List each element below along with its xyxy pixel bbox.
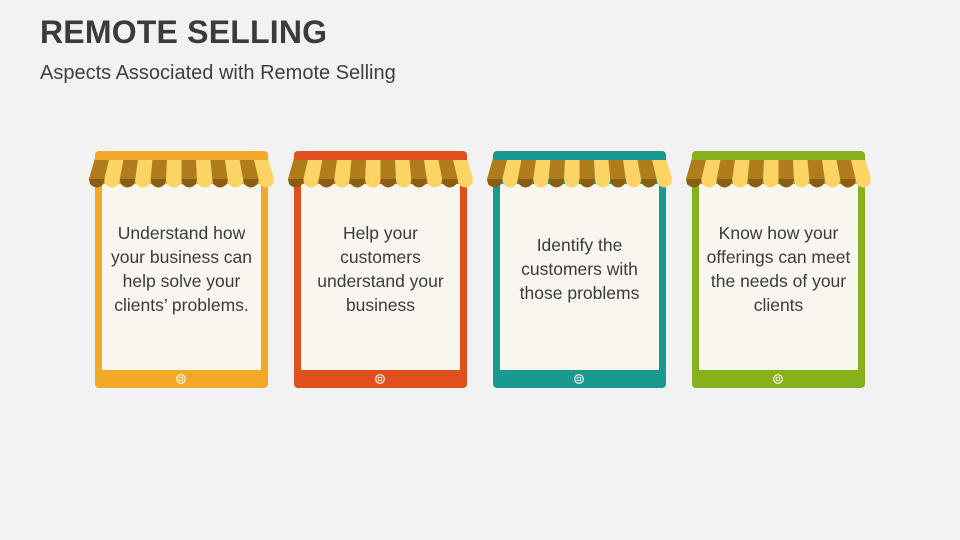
card-text: Help your customers understand your busi… xyxy=(317,223,444,315)
tablet-screen: Help your customers understand your busi… xyxy=(301,184,460,370)
home-button-icon xyxy=(574,374,584,384)
card-text: Know how your offerings can meet the nee… xyxy=(706,223,851,315)
tablet-screen: Know how your offerings can meet the nee… xyxy=(699,184,858,370)
card-2: Help your customers understand your busi… xyxy=(288,151,473,388)
card-1: Understand how your business can help so… xyxy=(89,151,274,388)
card-text: Identify the customers with those proble… xyxy=(519,235,640,303)
home-button-icon xyxy=(176,374,186,384)
card-3: Identify the customers with those proble… xyxy=(487,151,672,388)
storefront-awning-icon xyxy=(686,156,871,188)
home-button-icon xyxy=(773,374,783,384)
storefront-awning-icon xyxy=(89,156,274,188)
card-text: Understand how your business can help so… xyxy=(110,223,253,315)
home-button-icon xyxy=(375,374,385,384)
page-subtitle: Aspects Associated with Remote Selling xyxy=(40,62,396,84)
tablet-screen: Understand how your business can help so… xyxy=(102,184,261,370)
storefront-awning-icon xyxy=(288,156,473,188)
card-4: Know how your offerings can meet the nee… xyxy=(686,151,871,388)
tablet-screen: Identify the customers with those proble… xyxy=(500,184,659,370)
page-title: REMOTE SELLING xyxy=(40,14,328,50)
storefront-awning-icon xyxy=(487,156,672,188)
